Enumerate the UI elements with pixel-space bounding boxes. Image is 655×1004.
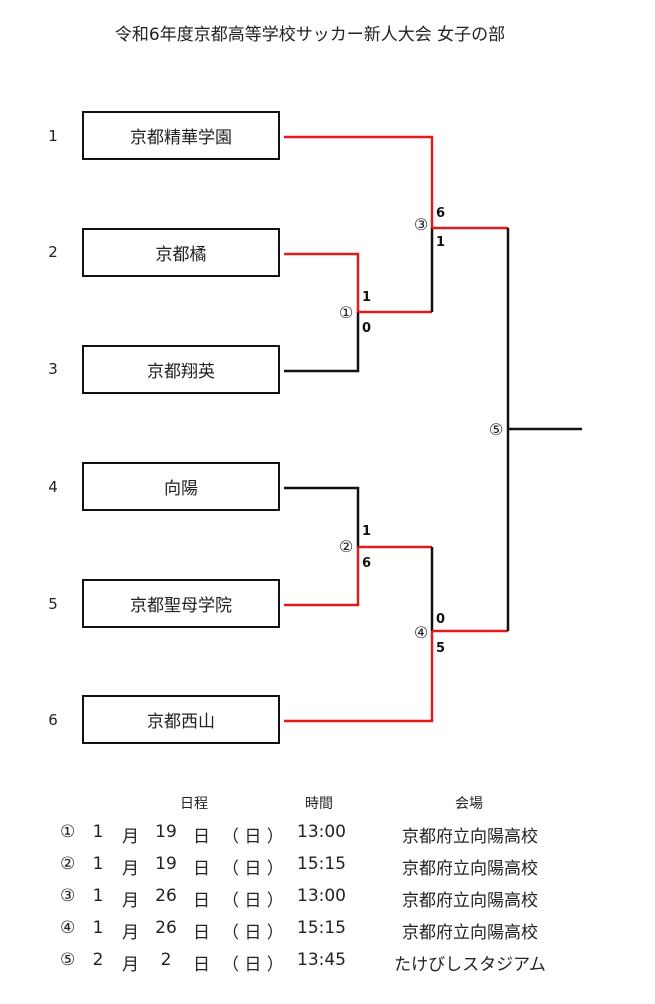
schedule-day-unit: 日 (193, 955, 210, 975)
match-label-3: ③ (414, 215, 428, 234)
score-match-2-bottom: 6 (362, 556, 371, 571)
bracket-line-team-4 (284, 486, 360, 547)
schedule-venue: 京都府立向陽高校 (402, 923, 538, 943)
schedule-weekday: （ 日 ） (222, 923, 284, 943)
seed-number-5: 5 (48, 595, 58, 613)
schedule-match-no: ③ (60, 886, 76, 906)
seed-number-6: 6 (48, 711, 58, 729)
schedule-day: 26 (155, 918, 177, 938)
schedule-time: 15:15 (297, 854, 346, 874)
team-box-4: 向陽 (82, 462, 280, 511)
team-box-3: 京都翔英 (82, 345, 280, 394)
schedule-weekday: （ 日 ） (222, 859, 284, 879)
score-match-3-top: 6 (436, 206, 445, 221)
schedule-weekday: （ 日 ） (222, 827, 284, 847)
team-box-1: 京都精華学園 (82, 111, 280, 160)
schedule-day: 19 (155, 822, 177, 842)
schedule-day-unit: 日 (193, 891, 210, 911)
match-label-1: ① (339, 303, 353, 322)
match-label-5: ⑤ (489, 420, 503, 439)
schedule-match-no: ② (60, 854, 76, 874)
match-label-4: ④ (414, 623, 428, 642)
schedule-venue: 京都府立向陽高校 (402, 827, 538, 847)
schedule-weekday: （ 日 ） (222, 955, 284, 975)
team-box-5: 京都聖母学院 (82, 579, 280, 628)
match-label-2: ② (339, 537, 353, 556)
team-name: 京都橘 (155, 245, 207, 265)
schedule-header-date: 日程 (180, 796, 208, 812)
bracket-line-team-6 (284, 631, 434, 723)
schedule-month-unit: 月 (122, 955, 139, 975)
schedule-match-no: ① (60, 822, 76, 842)
schedule-day-unit: 日 (193, 827, 210, 847)
schedule-month: 1 (92, 822, 104, 842)
schedule-time: 13:00 (297, 886, 346, 906)
schedule-month: 1 (92, 854, 104, 874)
score-match-4-top: 0 (436, 612, 445, 627)
schedule-day-unit: 日 (193, 923, 210, 943)
seed-number-1: 1 (48, 127, 58, 145)
schedule-day: 19 (155, 854, 177, 874)
team-name: 京都西山 (147, 712, 215, 732)
score-match-3-bottom: 1 (436, 235, 445, 250)
team-name: 京都精華学園 (130, 128, 232, 148)
schedule-day: 26 (155, 886, 177, 906)
schedule-time: 15:15 (297, 918, 346, 938)
schedule-venue: 京都府立向陽高校 (402, 891, 538, 911)
schedule-venue: たけびしスタジアム (394, 955, 546, 975)
bracket-line-team-1 (284, 135, 434, 228)
schedule-month-unit: 月 (122, 859, 139, 879)
schedule-time: 13:45 (297, 950, 346, 970)
schedule-day: 2 (160, 950, 172, 970)
schedule-month-unit: 月 (122, 923, 139, 943)
score-match-1-bottom: 0 (362, 321, 371, 336)
schedule-day-unit: 日 (193, 859, 210, 879)
seed-number-2: 2 (48, 243, 58, 261)
score-match-2-top: 1 (362, 524, 371, 539)
schedule-month: 1 (92, 886, 104, 906)
team-box-2: 京都橘 (82, 228, 280, 277)
bracket-lines: ① ② ③ ④ ⑤ 1 0 1 6 6 1 0 5 (284, 135, 582, 723)
schedule-month-unit: 月 (122, 891, 139, 911)
bracket-line-team-5 (284, 547, 360, 607)
team-name: 向陽 (164, 479, 198, 499)
schedule-time: 13:00 (297, 822, 346, 842)
team-name: 京都翔英 (147, 362, 215, 382)
score-match-1-top: 1 (362, 290, 371, 305)
seed-number-3: 3 (48, 360, 58, 378)
schedule-month: 1 (92, 918, 104, 938)
schedule-match-no: ⑤ (60, 950, 76, 970)
bracket-line-team-3 (284, 312, 360, 373)
bracket-line-team-2 (284, 252, 360, 312)
page-title: 令和6年度京都高等学校サッカー新人大会 女子の部 (114, 25, 506, 45)
score-match-4-bottom: 5 (436, 641, 445, 656)
schedule-header-time: 時間 (305, 796, 333, 812)
schedule-weekday: （ 日 ） (222, 891, 284, 911)
team-box-6: 京都西山 (82, 695, 280, 744)
schedule-header-venue: 会場 (455, 796, 483, 812)
schedule-match-no: ④ (60, 918, 76, 938)
seed-number-4: 4 (48, 478, 58, 496)
schedule-month: 2 (92, 950, 104, 970)
schedule-venue: 京都府立向陽高校 (402, 859, 538, 879)
team-name: 京都聖母学院 (130, 596, 232, 616)
schedule-month-unit: 月 (122, 827, 139, 847)
